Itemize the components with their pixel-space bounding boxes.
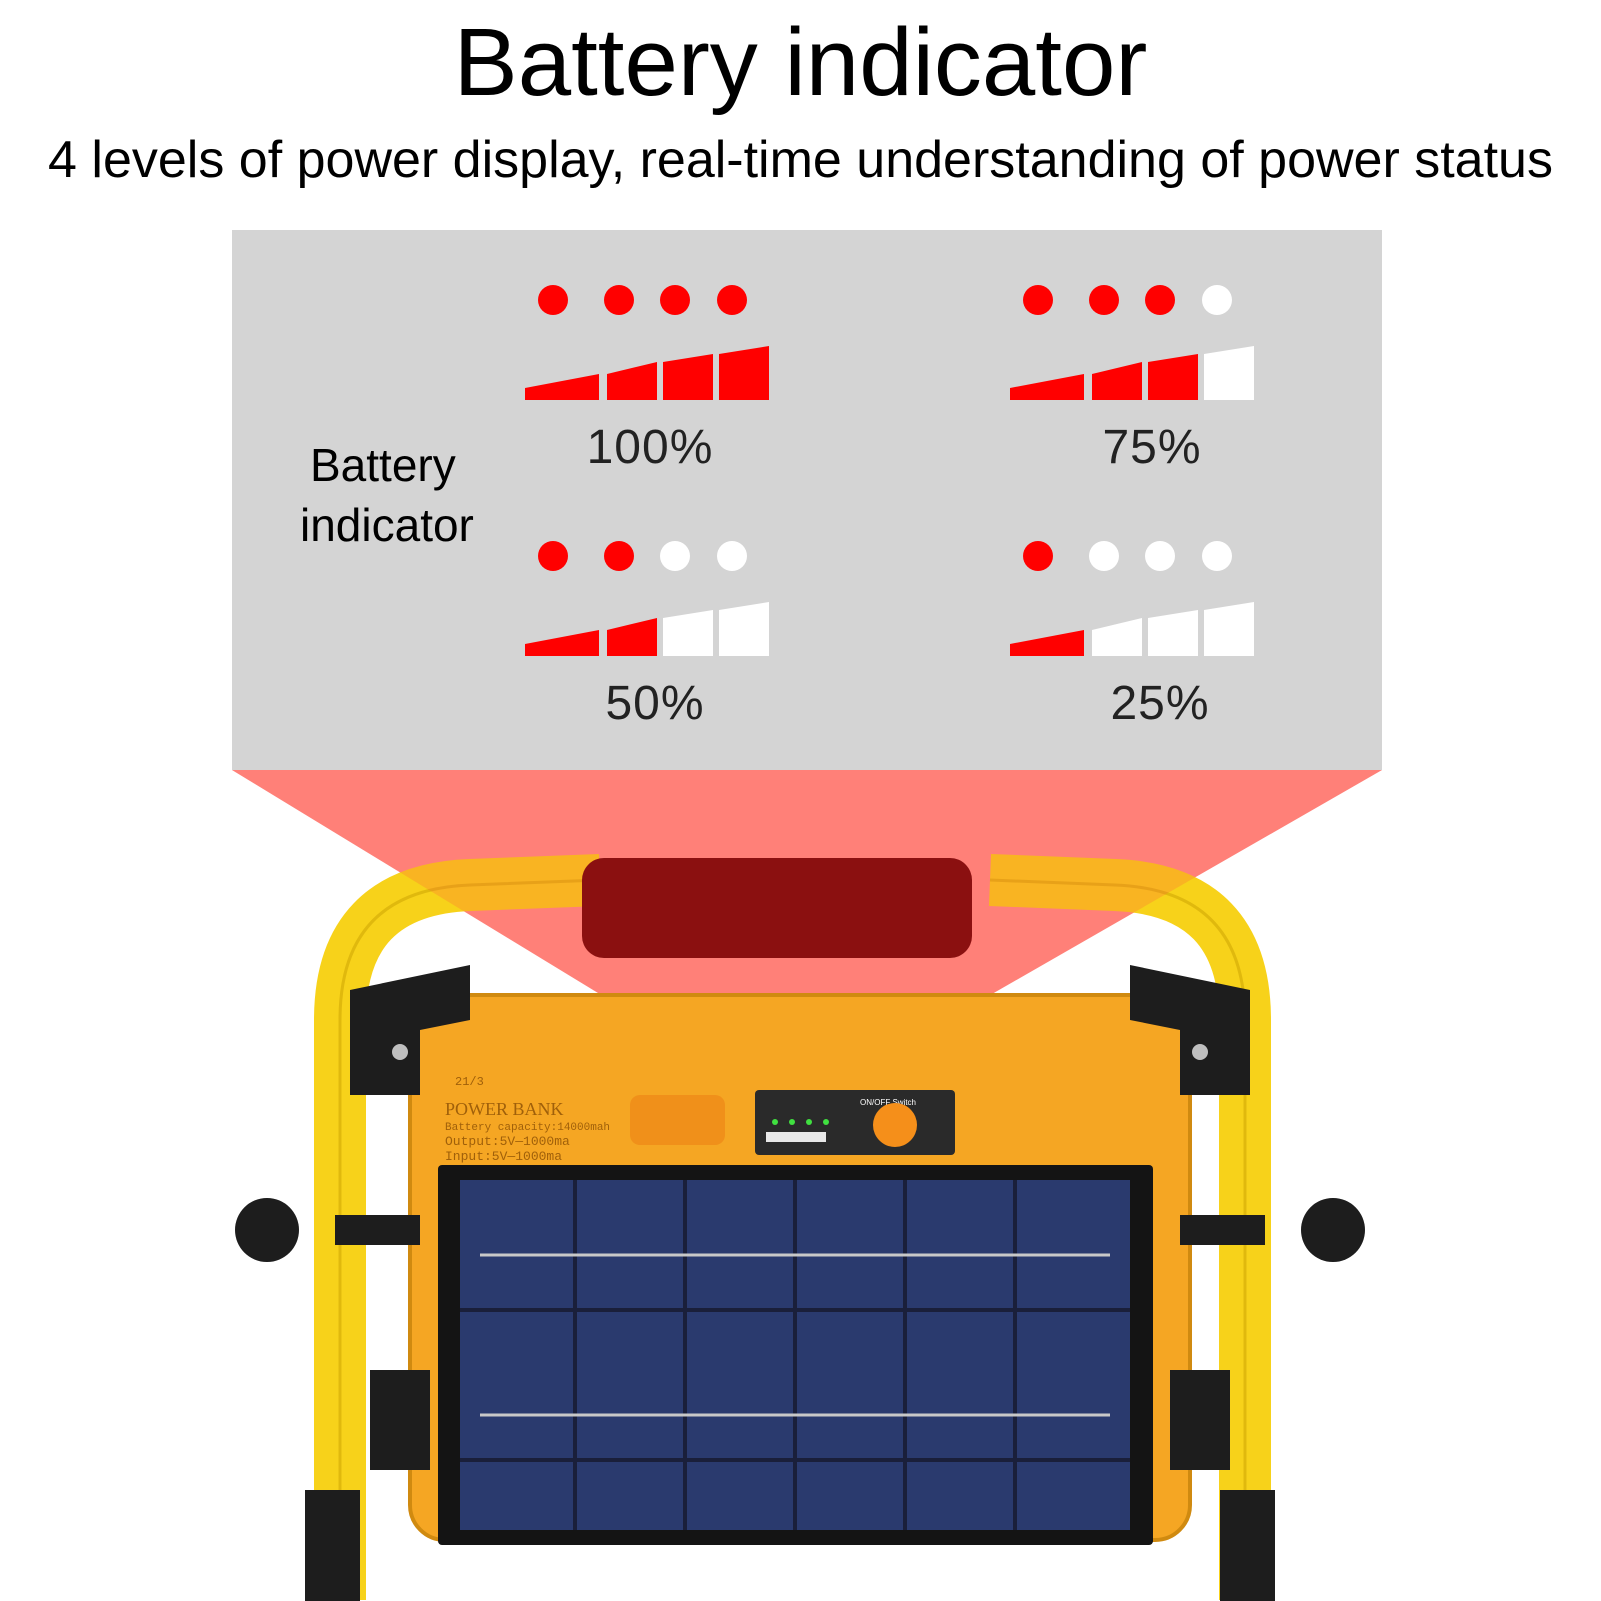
level-bar-active bbox=[607, 362, 657, 400]
level-percent: 25% bbox=[1110, 677, 1210, 730]
level-bars-svg bbox=[1010, 346, 1254, 400]
indicator-panel bbox=[232, 230, 1382, 770]
leg-left bbox=[305, 1490, 360, 1601]
corner-bracket-top-right bbox=[1130, 965, 1250, 1095]
print-code: 21/3 bbox=[455, 1075, 484, 1089]
level-bar-inactive bbox=[1204, 602, 1254, 656]
knob-right bbox=[1301, 1198, 1365, 1262]
indicator-dot-active bbox=[660, 285, 690, 315]
indicator-dot-active bbox=[538, 541, 568, 571]
corner-bracket-bottom-left bbox=[370, 1370, 430, 1470]
indicator-dot-inactive bbox=[717, 541, 747, 571]
indicator-dot-inactive bbox=[1145, 541, 1175, 571]
indicator-dot-active bbox=[604, 541, 634, 571]
control-strip bbox=[755, 1090, 955, 1155]
indicator-dot-inactive bbox=[660, 541, 690, 571]
subheadline: 4 levels of power display, real-time und… bbox=[48, 131, 1553, 189]
indicator-dot-active bbox=[538, 285, 568, 315]
level-bars-svg bbox=[525, 602, 769, 656]
level-bars-svg bbox=[1010, 602, 1254, 656]
side-axle-left bbox=[335, 1215, 420, 1245]
level-dots bbox=[1010, 541, 1270, 581]
level-bar-inactive bbox=[663, 610, 713, 656]
level-25: 25% bbox=[1010, 541, 1270, 741]
indicator-dot-active bbox=[1089, 285, 1119, 315]
solar-cells bbox=[460, 1180, 1130, 1530]
usb-port-cover bbox=[630, 1095, 725, 1145]
output-text: Output:5V—1000ma bbox=[445, 1134, 570, 1149]
level-dots bbox=[1010, 285, 1270, 325]
knob-left bbox=[235, 1198, 299, 1262]
level-bar-inactive bbox=[1148, 610, 1198, 656]
headline: Battery indicator bbox=[453, 9, 1148, 116]
level-dots bbox=[525, 285, 785, 325]
indicator-dot-inactive bbox=[1202, 541, 1232, 571]
side-axle-right bbox=[1180, 1215, 1265, 1245]
level-bar-inactive bbox=[1204, 346, 1254, 400]
panel-label: Battery indicator bbox=[300, 435, 500, 555]
level-percent: 75% bbox=[1102, 421, 1202, 474]
brand-text: POWER BANK bbox=[445, 1099, 564, 1119]
handle-grip bbox=[582, 858, 972, 958]
switch-label: ON/OFF Switch bbox=[860, 1098, 916, 1107]
panel-label-line1: Battery bbox=[310, 439, 456, 491]
level-bar-active bbox=[1010, 374, 1084, 400]
level-bars bbox=[1010, 340, 1270, 400]
indicator-dot-active bbox=[717, 285, 747, 315]
corner-bracket-top-left bbox=[350, 965, 470, 1095]
level-bar-active bbox=[1092, 362, 1142, 400]
level-dots bbox=[525, 541, 785, 581]
level-bars bbox=[1010, 596, 1270, 656]
indicator-dot-active bbox=[604, 285, 634, 315]
indicator-dot-inactive bbox=[1202, 285, 1232, 315]
level-bars-svg bbox=[525, 346, 769, 400]
solar-work-light-device: 21/3 POWER BANK Battery capacity:14000ma… bbox=[232, 770, 1382, 1601]
level-bar-inactive bbox=[719, 602, 769, 656]
level-bar-active bbox=[663, 354, 713, 400]
level-bar-inactive bbox=[1092, 618, 1142, 656]
level-100: 100% bbox=[525, 285, 785, 485]
level-percent: 50% bbox=[605, 677, 705, 730]
level-75: 75% bbox=[1010, 285, 1270, 485]
indicator-dot-active bbox=[1023, 285, 1053, 315]
input-text: Input:5V—1000ma bbox=[445, 1149, 562, 1164]
panel-label-line2: indicator bbox=[300, 499, 474, 551]
level-bars bbox=[525, 340, 785, 400]
indicator-dot-active bbox=[1023, 541, 1053, 571]
power-switch bbox=[873, 1103, 917, 1147]
capacity-text: Battery capacity:14000mah bbox=[445, 1122, 610, 1134]
level-bar-active bbox=[719, 346, 769, 400]
level-50: 50% bbox=[525, 541, 785, 741]
indicator-dot-active bbox=[1145, 285, 1175, 315]
level-bars bbox=[525, 596, 785, 656]
leg-right bbox=[1220, 1490, 1275, 1601]
level-bar-active bbox=[525, 630, 599, 656]
level-bar-active bbox=[1010, 630, 1084, 656]
indicator-dot-inactive bbox=[1089, 541, 1119, 571]
level-percent: 100% bbox=[586, 421, 714, 474]
level-bar-active bbox=[1148, 354, 1198, 400]
corner-bracket-bottom-right bbox=[1170, 1370, 1230, 1470]
level-bar-active bbox=[607, 618, 657, 656]
level-bar-active bbox=[525, 374, 599, 400]
